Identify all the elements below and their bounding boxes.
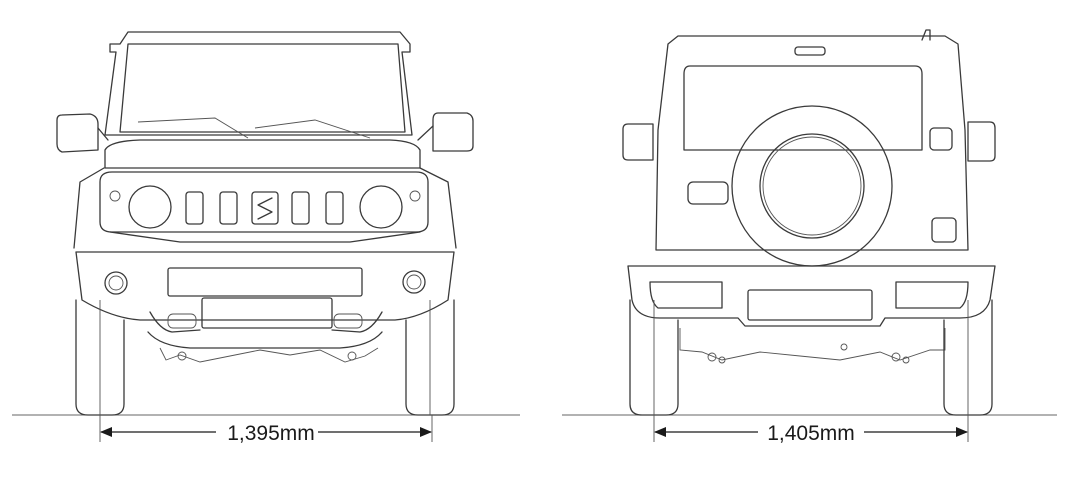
- front-license-plate: [201, 297, 333, 329]
- front-track-label-bg: [216, 420, 318, 444]
- rear-undercarriage-bolt-3: [840, 343, 848, 351]
- front-foglight-left-inner: [108, 275, 124, 291]
- front-wiper-right: [254, 119, 371, 139]
- rear-undercarriage-bolt-1: [707, 352, 717, 362]
- rear-window: [683, 65, 923, 151]
- front-body-side-left: [73, 167, 105, 249]
- front-bumper-lower: [149, 311, 383, 333]
- rear-taillight-right: [895, 281, 969, 309]
- rear-spare-tire: [731, 105, 893, 267]
- front-mirror-right: [432, 112, 474, 152]
- rear-undercarriage-bolt-2: [718, 356, 726, 364]
- front-grille-slot-1: [185, 191, 204, 225]
- rear-reflector-right: [931, 217, 957, 243]
- rear-mirror-left: [622, 123, 654, 161]
- rear-lamp-upper-right: [929, 127, 953, 151]
- front-indicator-right: [409, 190, 421, 202]
- front-headlight-left: [128, 185, 172, 229]
- rear-undercarriage: [679, 328, 946, 361]
- rear-mirror-right: [967, 121, 996, 162]
- rear-track-label: 1,405mm: [767, 422, 855, 445]
- front-foglight-right-inner: [406, 274, 422, 290]
- front-grille-slot-3: [291, 191, 310, 225]
- front-mirror-left: [56, 113, 99, 153]
- front-undercarriage-bolt-left: [177, 351, 187, 361]
- front-windshield: [119, 43, 406, 133]
- rear-view-drawing: 1,405mm: [562, 29, 1057, 445]
- rear-antenna: [921, 29, 931, 41]
- front-mirror-arm-right: [417, 125, 434, 141]
- front-grille-slot-4: [325, 191, 344, 225]
- brand-s-emblem-icon: [251, 191, 279, 225]
- rear-door-handle: [687, 181, 729, 205]
- front-indicator-left: [109, 190, 121, 202]
- front-undercarriage: [159, 347, 379, 363]
- rear-high-brake-light: [794, 46, 826, 56]
- rear-taillight-left: [649, 281, 723, 309]
- front-foglight-right: [402, 270, 426, 294]
- front-bumper: [75, 251, 455, 321]
- rear-license-plate: [747, 289, 873, 321]
- front-view-drawing: 1,395mm: [12, 31, 520, 445]
- front-foglight-left: [104, 271, 128, 295]
- rear-undercarriage-bolt-4: [891, 352, 901, 362]
- front-mirror-arm-left: [97, 127, 109, 141]
- rear-bumper: [627, 265, 996, 327]
- front-tow-vent-left: [167, 313, 197, 329]
- front-track-label: 1,395mm: [227, 422, 315, 445]
- front-hood: [104, 139, 421, 169]
- front-grille-lower-edge: [109, 231, 421, 243]
- front-tow-vent-right: [333, 313, 363, 329]
- front-body-side-right: [419, 167, 457, 249]
- rear-track-label-bg: [758, 420, 864, 444]
- front-undercarriage-bolt-right: [347, 351, 357, 361]
- front-roof-outline: [104, 31, 413, 136]
- front-plate-recess: [167, 267, 363, 297]
- front-headlight-right: [359, 185, 403, 229]
- front-grille-slot-2: [219, 191, 238, 225]
- front-skid-plate: [147, 331, 383, 349]
- rear-undercarriage-bolt-5: [902, 356, 910, 364]
- front-wiper-left: [137, 117, 249, 139]
- front-grille-panel: [99, 171, 429, 233]
- rear-body-shell: [655, 35, 969, 251]
